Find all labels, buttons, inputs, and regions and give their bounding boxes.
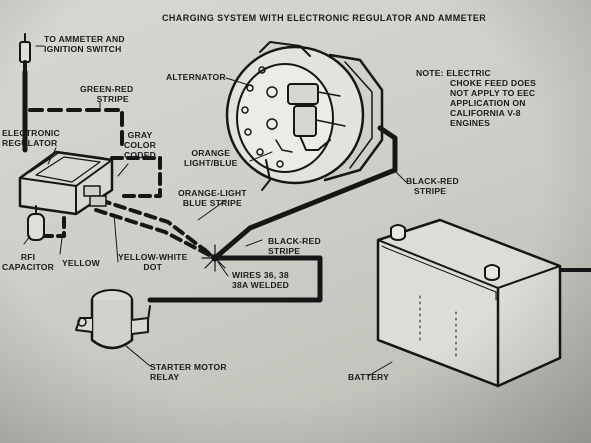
label-line: BLUE STRIPE <box>182 198 242 208</box>
label-wires-welded: WIRES 36, 38 38A WELDED <box>232 270 289 290</box>
label-gray-color-coded: GRAY COLOR CODED <box>124 130 156 160</box>
label-line: DOT <box>143 262 163 272</box>
note-line: NOT APPLY TO EEC <box>450 88 536 98</box>
wire-gray <box>110 156 162 198</box>
starter-motor-relay <box>75 289 151 350</box>
label-line: STARTER MOTOR <box>150 362 227 372</box>
label-line: RFI <box>20 252 36 262</box>
ammeter-connector <box>19 33 31 74</box>
label-line: ELECTRONIC <box>2 128 60 138</box>
label-line: ORANGE-LIGHT <box>178 188 247 198</box>
label-green-red-stripe: GREEN-RED STRIPE <box>80 84 133 104</box>
leader-lines <box>23 45 407 377</box>
note-line: NOTE: ELECTRIC <box>416 68 491 78</box>
electronic-regulator <box>18 150 114 216</box>
wire-green-red-stripe <box>28 108 124 152</box>
note-line: ENGINES <box>450 118 491 128</box>
label-rfi-capacitor: RFI CAPACITOR <box>2 252 54 272</box>
label-black-red-stripe-top: BLACK-RED STRIPE <box>406 176 459 196</box>
label-orange-light-blue: ORANGE LIGHT/BLUE <box>184 148 238 168</box>
label-starter-motor-relay: STARTER MOTOR RELAY <box>150 362 227 382</box>
label-line: RELAY <box>150 372 180 382</box>
label-line: ORANGE <box>191 148 231 158</box>
label-line: IGNITION SWITCH <box>44 44 122 54</box>
label-line: COLOR <box>124 140 157 150</box>
label-orange-light-blue-stripe: ORANGE-LIGHT BLUE STRIPE <box>178 188 247 208</box>
label-line: YELLOW-WHITE <box>118 252 188 262</box>
label-yellow: YELLOW <box>62 258 100 268</box>
label-line: LIGHT/BLUE <box>184 158 238 168</box>
wire-black-red-stripe-top <box>212 125 398 261</box>
wire-black-red-stripe-mid <box>147 255 323 303</box>
label-line: GREEN-RED <box>80 84 134 94</box>
label-battery: BATTERY <box>348 372 390 382</box>
label-electronic-regulator: ELECTRONIC REGULATOR <box>2 128 60 148</box>
label-black-red-stripe-mid: BLACK-RED STRIPE <box>268 236 321 256</box>
label-line: STRIPE <box>268 246 301 256</box>
note-block: NOTE: ELECTRIC CHOKE FEED DOES NOT APPLY… <box>416 68 536 128</box>
label-line: REGULATOR <box>2 138 58 148</box>
label-line: BLACK-RED <box>406 176 459 186</box>
weld-point <box>201 244 229 272</box>
label-line: CODED <box>124 150 157 160</box>
label-ammeter-ignition-switch: TO AMMETER AND IGNITION SWITCH <box>44 34 125 54</box>
note-line: APPLICATION ON <box>450 98 526 108</box>
wire-yellow <box>38 216 66 238</box>
note-line: CHOKE FEED DOES <box>450 78 537 88</box>
note-line: CALIFORNIA V-8 <box>450 108 521 118</box>
label-line: TO AMMETER AND <box>44 34 125 44</box>
diagram-title: CHARGING SYSTEM WITH ELECTRONIC REGULATO… <box>162 13 487 23</box>
label-line: BLACK-RED <box>268 236 321 246</box>
label-yellow-white-dot: YELLOW-WHITE DOT <box>118 252 188 272</box>
label-line: STRIPE <box>96 94 129 104</box>
battery <box>376 218 562 388</box>
label-line: STRIPE <box>414 186 447 196</box>
label-line: 38A WELDED <box>232 280 290 290</box>
label-line: GRAY <box>127 130 153 140</box>
wire-orange-light-blue-stripe <box>98 198 217 260</box>
label-alternator: ALTERNATOR <box>166 72 226 82</box>
label-line: WIRES 36, 38 <box>232 270 289 280</box>
label-line: CAPACITOR <box>2 262 55 272</box>
wire-yellow-white-dot <box>94 208 217 260</box>
alternator <box>225 41 384 191</box>
rfi-capacitor <box>27 205 45 241</box>
